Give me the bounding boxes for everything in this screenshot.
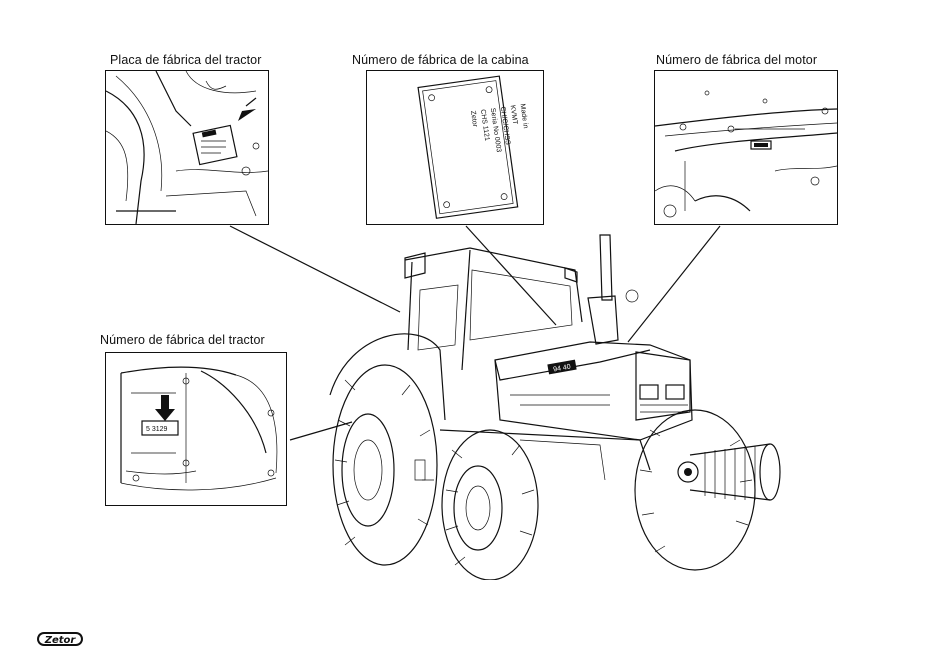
- detail-engine-number: [654, 70, 838, 225]
- detail-tractor-number: 5 3129: [105, 352, 287, 506]
- tractor-illustration: 94 40: [300, 225, 790, 580]
- tractor-number-stamp: 5 3129: [146, 426, 168, 433]
- cab-plate-line: CHS 1121: [479, 109, 490, 142]
- cab-plate-line: Made in: [519, 103, 529, 129]
- cab-plate-line: KVMT: [509, 105, 519, 126]
- logo-text: Zetor: [44, 635, 77, 646]
- cab-plate-line: Zetor: [469, 110, 478, 128]
- zetor-logo: Zetor: [36, 631, 84, 647]
- detail-tractor-plate: [105, 70, 269, 225]
